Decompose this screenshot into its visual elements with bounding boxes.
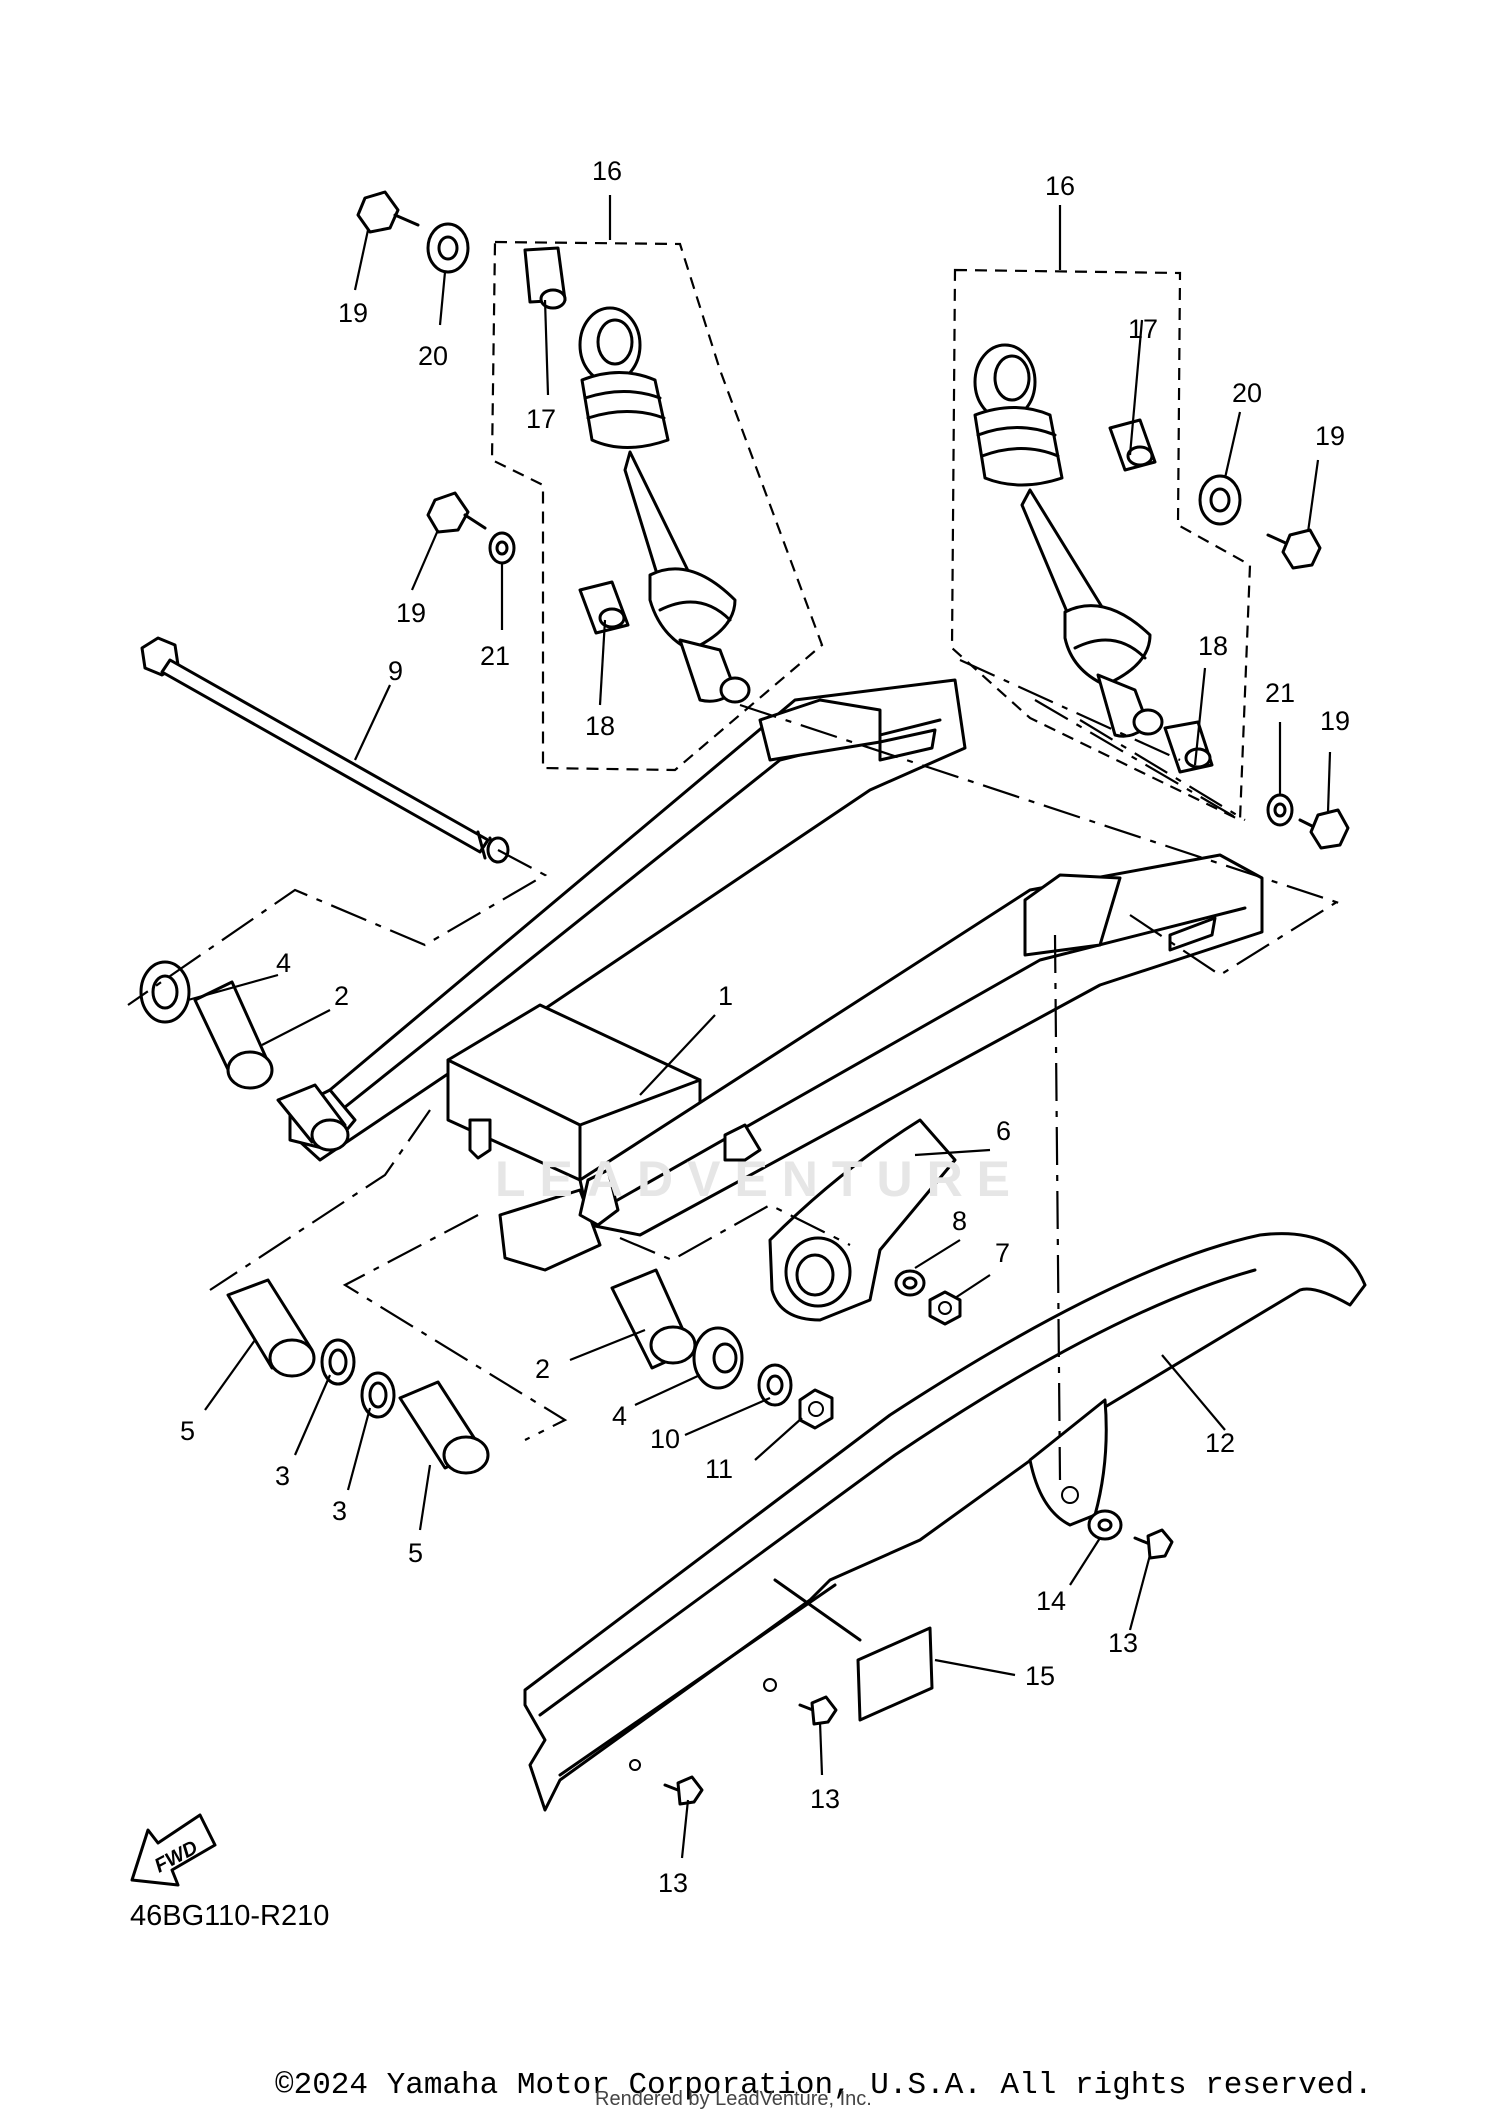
callout-3-upper: 3 bbox=[275, 1461, 290, 1491]
callout-2-lower: 2 bbox=[535, 1354, 550, 1384]
callout-19-upper-right: 19 bbox=[1315, 421, 1345, 451]
washer-21-left[interactable] bbox=[488, 531, 516, 565]
callout-5-lower: 5 bbox=[408, 1538, 423, 1568]
callout-21-right: 21 bbox=[1265, 678, 1295, 708]
chain-case-12[interactable] bbox=[523, 1232, 1367, 1812]
rear-arm-1[interactable] bbox=[288, 678, 1264, 1272]
bolt-19-mid-left[interactable] bbox=[426, 491, 487, 534]
callout-13-right: 13 bbox=[1108, 1628, 1138, 1658]
collar-2-lower[interactable] bbox=[610, 1268, 697, 1370]
callout-12: 12 bbox=[1205, 1428, 1235, 1458]
nut-11[interactable] bbox=[798, 1388, 834, 1430]
callout-4-upper: 4 bbox=[276, 948, 291, 978]
callout-19-lower-right: 19 bbox=[1320, 706, 1350, 736]
callout-2-upper: 2 bbox=[334, 981, 349, 1011]
chain-puller-6[interactable] bbox=[768, 1118, 957, 1322]
cap-4-lower[interactable] bbox=[692, 1326, 744, 1390]
callout-5-upper: 5 bbox=[180, 1416, 195, 1446]
cap-4-upper[interactable] bbox=[139, 960, 191, 1024]
collar-18-left[interactable] bbox=[578, 580, 630, 635]
washer-3-lower[interactable] bbox=[360, 1371, 396, 1419]
watermark: LEADVENTURE bbox=[495, 1151, 1025, 1207]
bushing-5-upper[interactable] bbox=[226, 1278, 316, 1378]
washer-8[interactable] bbox=[894, 1269, 926, 1297]
callout-19-mid-left: 19 bbox=[396, 598, 426, 628]
callout-9: 9 bbox=[388, 656, 403, 686]
callout-6: 6 bbox=[996, 1116, 1011, 1146]
callout-20-left: 20 bbox=[418, 341, 448, 371]
collar-17-right[interactable] bbox=[1108, 418, 1157, 472]
bolt-19-lower-right[interactable] bbox=[1298, 808, 1350, 850]
callout-1: 1 bbox=[718, 981, 733, 1011]
washer-3-upper[interactable] bbox=[320, 1338, 356, 1386]
bolt-13-right[interactable] bbox=[1133, 1528, 1174, 1560]
collar-17-left[interactable] bbox=[523, 246, 567, 310]
callout-13-lower: 13 bbox=[658, 1868, 688, 1898]
callout-10: 10 bbox=[650, 1424, 680, 1454]
callout-20-right: 20 bbox=[1232, 378, 1262, 408]
fwd-arrow-icon: FWD bbox=[130, 1813, 217, 1887]
bushing-5-lower[interactable] bbox=[398, 1380, 490, 1475]
washer-10[interactable] bbox=[757, 1363, 793, 1407]
bolt-13-middle[interactable] bbox=[798, 1695, 838, 1726]
rendered-by-notice: Rendered by LeadVenture, Inc. bbox=[595, 2088, 872, 2110]
callout-18-right: 18 bbox=[1198, 631, 1228, 661]
bolt-19-upper-right[interactable] bbox=[1266, 528, 1322, 570]
callout-13-middle: 13 bbox=[810, 1784, 840, 1814]
callout-17-right: 17 bbox=[1128, 314, 1158, 344]
bolt-19-upper-left[interactable] bbox=[356, 190, 420, 234]
leader-lines bbox=[187, 195, 1332, 1859]
callout-18-left: 18 bbox=[585, 711, 615, 741]
callout-17-left: 17 bbox=[526, 404, 556, 434]
callout-19-upper-left: 19 bbox=[338, 298, 368, 328]
label-15[interactable] bbox=[856, 1626, 934, 1722]
nut-7[interactable] bbox=[928, 1290, 962, 1326]
washer-20-right[interactable] bbox=[1198, 474, 1242, 526]
callout-labels: 16 16 17 17 18 18 19 19 19 19 20 20 21 2… bbox=[180, 156, 1350, 1898]
assembly-lines bbox=[127, 658, 1346, 1481]
copyright-notice: ©2024 Yamaha Motor Corporation, U.S.A. A… bbox=[275, 2068, 1373, 2103]
collar-18-right[interactable] bbox=[1163, 720, 1214, 774]
callout-11: 11 bbox=[705, 1454, 733, 1484]
bolt-13-lower[interactable] bbox=[663, 1775, 704, 1806]
shock-group-left-outline bbox=[490, 240, 824, 772]
bushing-left-end[interactable] bbox=[276, 1083, 350, 1152]
washer-20-left[interactable] bbox=[426, 222, 470, 274]
callout-15: 15 bbox=[1025, 1661, 1055, 1691]
collar-2-upper[interactable] bbox=[193, 980, 274, 1090]
callout-4-lower: 4 bbox=[612, 1401, 627, 1431]
callout-16-right: 16 bbox=[1045, 171, 1075, 201]
pivot-shaft-9[interactable] bbox=[140, 636, 510, 864]
diagram-code: 46BG110-R210 bbox=[130, 1900, 330, 1932]
rear-shock-absorber-right[interactable] bbox=[973, 343, 1164, 738]
callout-8: 8 bbox=[952, 1206, 967, 1236]
rear-shock-absorber-left[interactable] bbox=[578, 306, 751, 704]
callout-14: 14 bbox=[1036, 1586, 1066, 1616]
callout-21-left: 21 bbox=[480, 641, 510, 671]
callout-3-lower: 3 bbox=[332, 1496, 347, 1526]
callout-7: 7 bbox=[995, 1238, 1010, 1268]
callout-16-left: 16 bbox=[592, 156, 622, 186]
washer-14[interactable] bbox=[1087, 1509, 1123, 1541]
washer-21-right[interactable] bbox=[1266, 793, 1294, 827]
shock-group-right-outline bbox=[950, 268, 1252, 822]
